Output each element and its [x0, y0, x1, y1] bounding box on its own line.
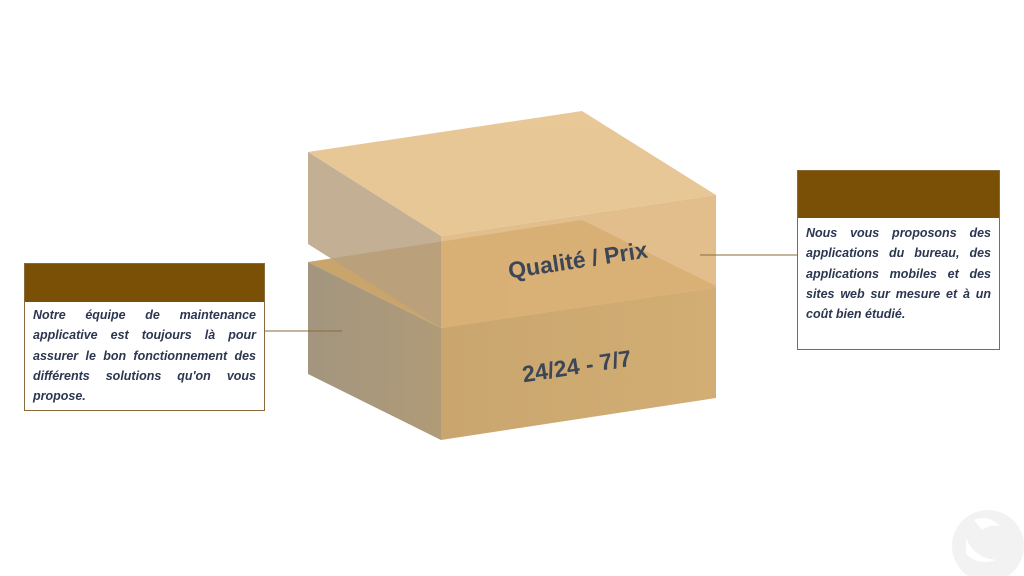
- top-box-side-face: [308, 152, 441, 328]
- left-callout-header: [25, 264, 264, 302]
- top-box-front-face: [441, 195, 716, 328]
- right-callout: Nous vous proposons des applications du …: [797, 170, 1000, 350]
- top-box: [308, 111, 716, 328]
- top-box-top-face: [308, 111, 716, 236]
- left-callout-text: Notre équipe de maintenance applicative …: [33, 308, 256, 404]
- bottom-box-front-face: [441, 286, 716, 440]
- right-callout-text: Nous vous proposons des applications du …: [806, 226, 991, 322]
- right-callout-header: [798, 171, 999, 218]
- left-callout: Notre équipe de maintenance applicative …: [24, 263, 265, 411]
- bottom-box-side-face: [308, 262, 441, 440]
- watermark-logo-icon: [952, 510, 1024, 576]
